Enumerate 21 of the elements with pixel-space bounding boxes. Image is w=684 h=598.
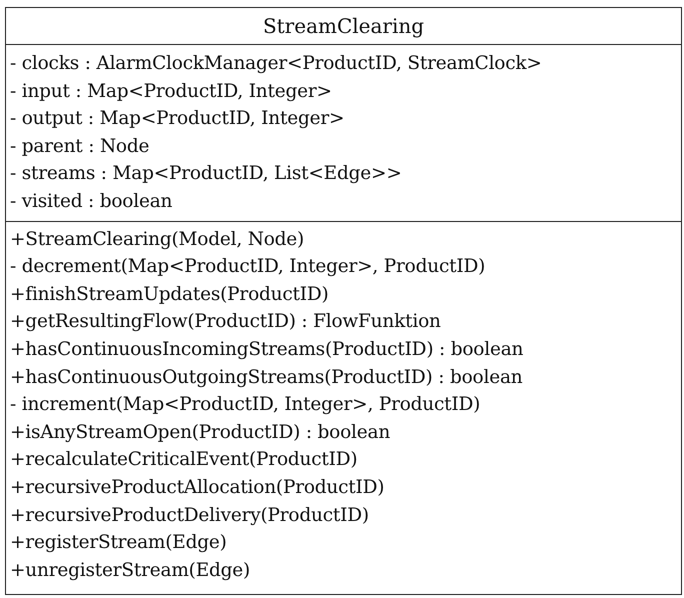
method-line: - increment(Map<ProductID, Integer>, ProductID): [10, 393, 482, 418]
attribute-line: - streams : Map<ProductID, List<Edge>>: [10, 162, 403, 186]
method-line: +recursiveProductDelivery(ProductID): [10, 504, 370, 528]
method-line: +getResultingFlow(ProductID) : FlowFunktion: [10, 310, 442, 334]
attribute-line: - clocks : AlarmClockManager<ProductID, StreamClock>: [10, 52, 543, 76]
attribute-line: - input : Map<ProductID, Integer>: [10, 80, 333, 104]
method-line: +unregisterStream(Edge): [10, 558, 252, 583]
method-line: +hasContinuousOutgoingStreams(ProductID) : boolean: [10, 366, 524, 390]
attribute-line: - parent : Node: [10, 134, 150, 159]
method-line: +registerStream(Edge): [10, 531, 228, 556]
method-line: +finishStreamUpdates(ProductID): [10, 282, 330, 307]
method-line: - decrement(Map<ProductID, Integer>, ProductID): [10, 255, 486, 280]
method-line: +recalculateCriticalEvent(ProductID): [10, 448, 358, 472]
method-line: +recursiveProductAllocation(ProductID): [10, 476, 386, 500]
attribute-line: - visited : boolean: [10, 190, 174, 214]
class-box: [5, 7, 682, 595]
method-line: +hasContinuousIncomingStreams(ProductID) : boolean: [10, 338, 524, 362]
method-line: +isAnyStreamOpen(ProductID) : boolean: [10, 420, 392, 445]
method-line: +StreamClearing(Model, Node): [10, 228, 306, 252]
attribute-line: - output : Map<ProductID, Integer>: [10, 107, 346, 132]
class-name: StreamClearing: [262, 13, 426, 40]
